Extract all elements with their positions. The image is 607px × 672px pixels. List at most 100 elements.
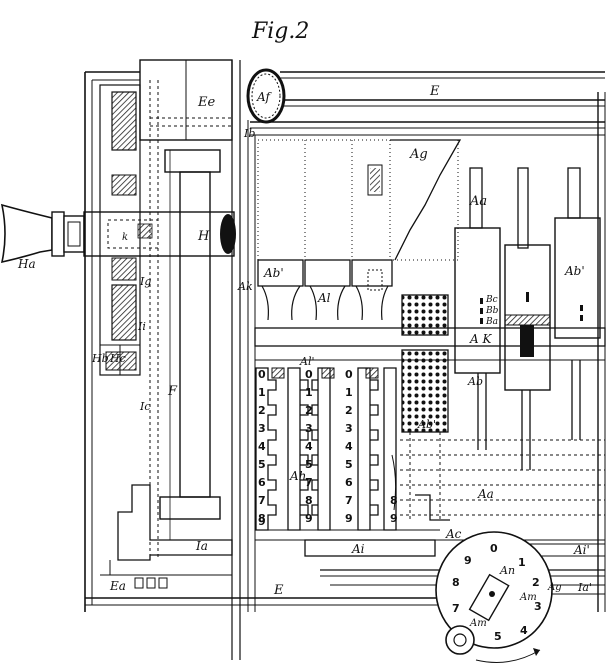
scale1-digit: 8 [258, 512, 266, 525]
label-Ab1: Ab' [263, 266, 284, 280]
housing-Ag [257, 139, 462, 291]
label-An: An [499, 564, 515, 577]
label-k: k [122, 232, 128, 243]
label-E-top: E [429, 84, 440, 99]
label-Ia2: Ia' [577, 581, 592, 594]
label-Ak: Ak [237, 280, 253, 293]
label-Ag: Ag [409, 147, 428, 162]
carriage-1 [454, 167, 501, 450]
label-Hc: Hc [109, 352, 126, 365]
label-Al2: Al' [299, 355, 315, 368]
scale2-digit: 2 [305, 404, 313, 417]
label-Ac: Ac [445, 527, 462, 541]
carriage-3 [554, 167, 601, 440]
dial-digit: 3 [534, 600, 542, 613]
label-E-bottom: E [273, 583, 284, 598]
label-Aa-top: Aa [469, 194, 487, 209]
bar-F [159, 149, 221, 540]
scale2-digit: 7 [305, 476, 313, 489]
dial-digit: 2 [532, 576, 540, 589]
label-Ib: Ib [243, 127, 255, 140]
label-F: F [167, 384, 178, 399]
outer-frame [84, 71, 606, 612]
scale3-digit: 0 [345, 368, 353, 381]
base-Ia-Ea [100, 484, 233, 589]
bar-Ai [255, 529, 606, 557]
label-Am: Am [519, 592, 537, 603]
label-H: H [197, 229, 210, 244]
scale2-digit: 9 [305, 512, 313, 525]
dial-digit: 4 [520, 624, 528, 637]
racks [255, 367, 397, 531]
scale2-digit: 0 [305, 368, 313, 381]
label-Bc: Bc [485, 295, 498, 305]
scale2-digit: 1 [305, 386, 313, 399]
digit-scale-2: 0 1 2 3 4 5 7 8 9 [305, 368, 313, 525]
scale1-digit: 1 [258, 386, 266, 399]
scale3-digit: 1 [345, 386, 353, 399]
scale1-digit: 7 [258, 494, 266, 507]
block-Ee [139, 59, 233, 141]
roller-Af [246, 68, 286, 124]
scale1-digit: 2 [258, 404, 266, 417]
label-Hb: Hb [91, 352, 109, 365]
scale3-digit: 5 [345, 458, 353, 471]
top-rail-E [250, 71, 605, 136]
label-Ba: Ba [485, 317, 498, 327]
dial-digit: 8 [452, 576, 460, 589]
digit-scale-1: 0 1 2 3 4 5 6 7 8 [258, 368, 266, 525]
scale4-digit-9: 9 [390, 512, 398, 525]
label-Ia: Ia [195, 539, 208, 553]
scale2-digit: 5 [305, 458, 313, 471]
digit-scale-3: 0 1 2 3 4 5 6 7 9 [345, 368, 353, 525]
label-Ha: Ha [17, 257, 36, 271]
label-Ea: Ea [109, 579, 126, 593]
label-Ab3: Ab' [417, 418, 436, 431]
scale1-digit: 4 [258, 440, 266, 453]
scale1-digit: 3 [258, 422, 266, 435]
scale1-digit: 0 [258, 368, 266, 381]
dial-An [435, 531, 553, 663]
label-Ai: Ai [351, 542, 365, 556]
scale1-digit: 5 [258, 458, 266, 471]
shaft-H [83, 211, 236, 257]
handle-Ha [0, 203, 85, 264]
dial-digit: 7 [452, 602, 460, 615]
dial-digits: 0 1 2 3 4 5 7 8 9 [452, 542, 542, 643]
scale2-digit: 4 [305, 440, 313, 453]
gear-assembly [99, 80, 159, 560]
scale3-digit: 3 [345, 422, 353, 435]
label-Bb: Bb [485, 306, 499, 316]
guide-lines [400, 439, 605, 516]
carriage-tops [257, 259, 393, 321]
dial-digit: 5 [494, 630, 502, 643]
carriage-2 [504, 167, 551, 470]
scale3-digit: 2 [345, 404, 353, 417]
label-Aa-low: Aa [477, 487, 494, 501]
label-Ee: Ee [197, 95, 215, 110]
label-Ah: Ah [289, 469, 306, 483]
label-Am2: Am [469, 618, 487, 629]
vertical-posts [231, 60, 256, 660]
label-AK: A K [469, 332, 492, 346]
label-Ag-dial: Ag [547, 582, 562, 593]
scale3-digit: 6 [345, 476, 353, 489]
scale3-digit: 4 [345, 440, 353, 453]
figure-title: Fig.2 [251, 19, 309, 44]
label-Al: Al [317, 291, 331, 305]
label-Ab2: Ab' [564, 264, 585, 278]
scale1-digit: 6 [258, 476, 266, 489]
scale2-digit: 3 [305, 422, 313, 435]
label-Ic: Ic [139, 400, 151, 413]
scale3-digit: 9 [345, 512, 353, 525]
dial-digit: 1 [518, 556, 526, 569]
scale1-digit-9: 9 [258, 515, 266, 528]
scale3-digit: 7 [345, 494, 353, 507]
dial-digit: 9 [464, 554, 472, 567]
label-Af: Af [256, 90, 272, 104]
label-Ig: Ig [139, 275, 151, 288]
scale4-digit-8: 8 [390, 494, 398, 507]
label-Ii: Ii [137, 320, 146, 333]
label-Ab-low: Ab [467, 375, 483, 388]
